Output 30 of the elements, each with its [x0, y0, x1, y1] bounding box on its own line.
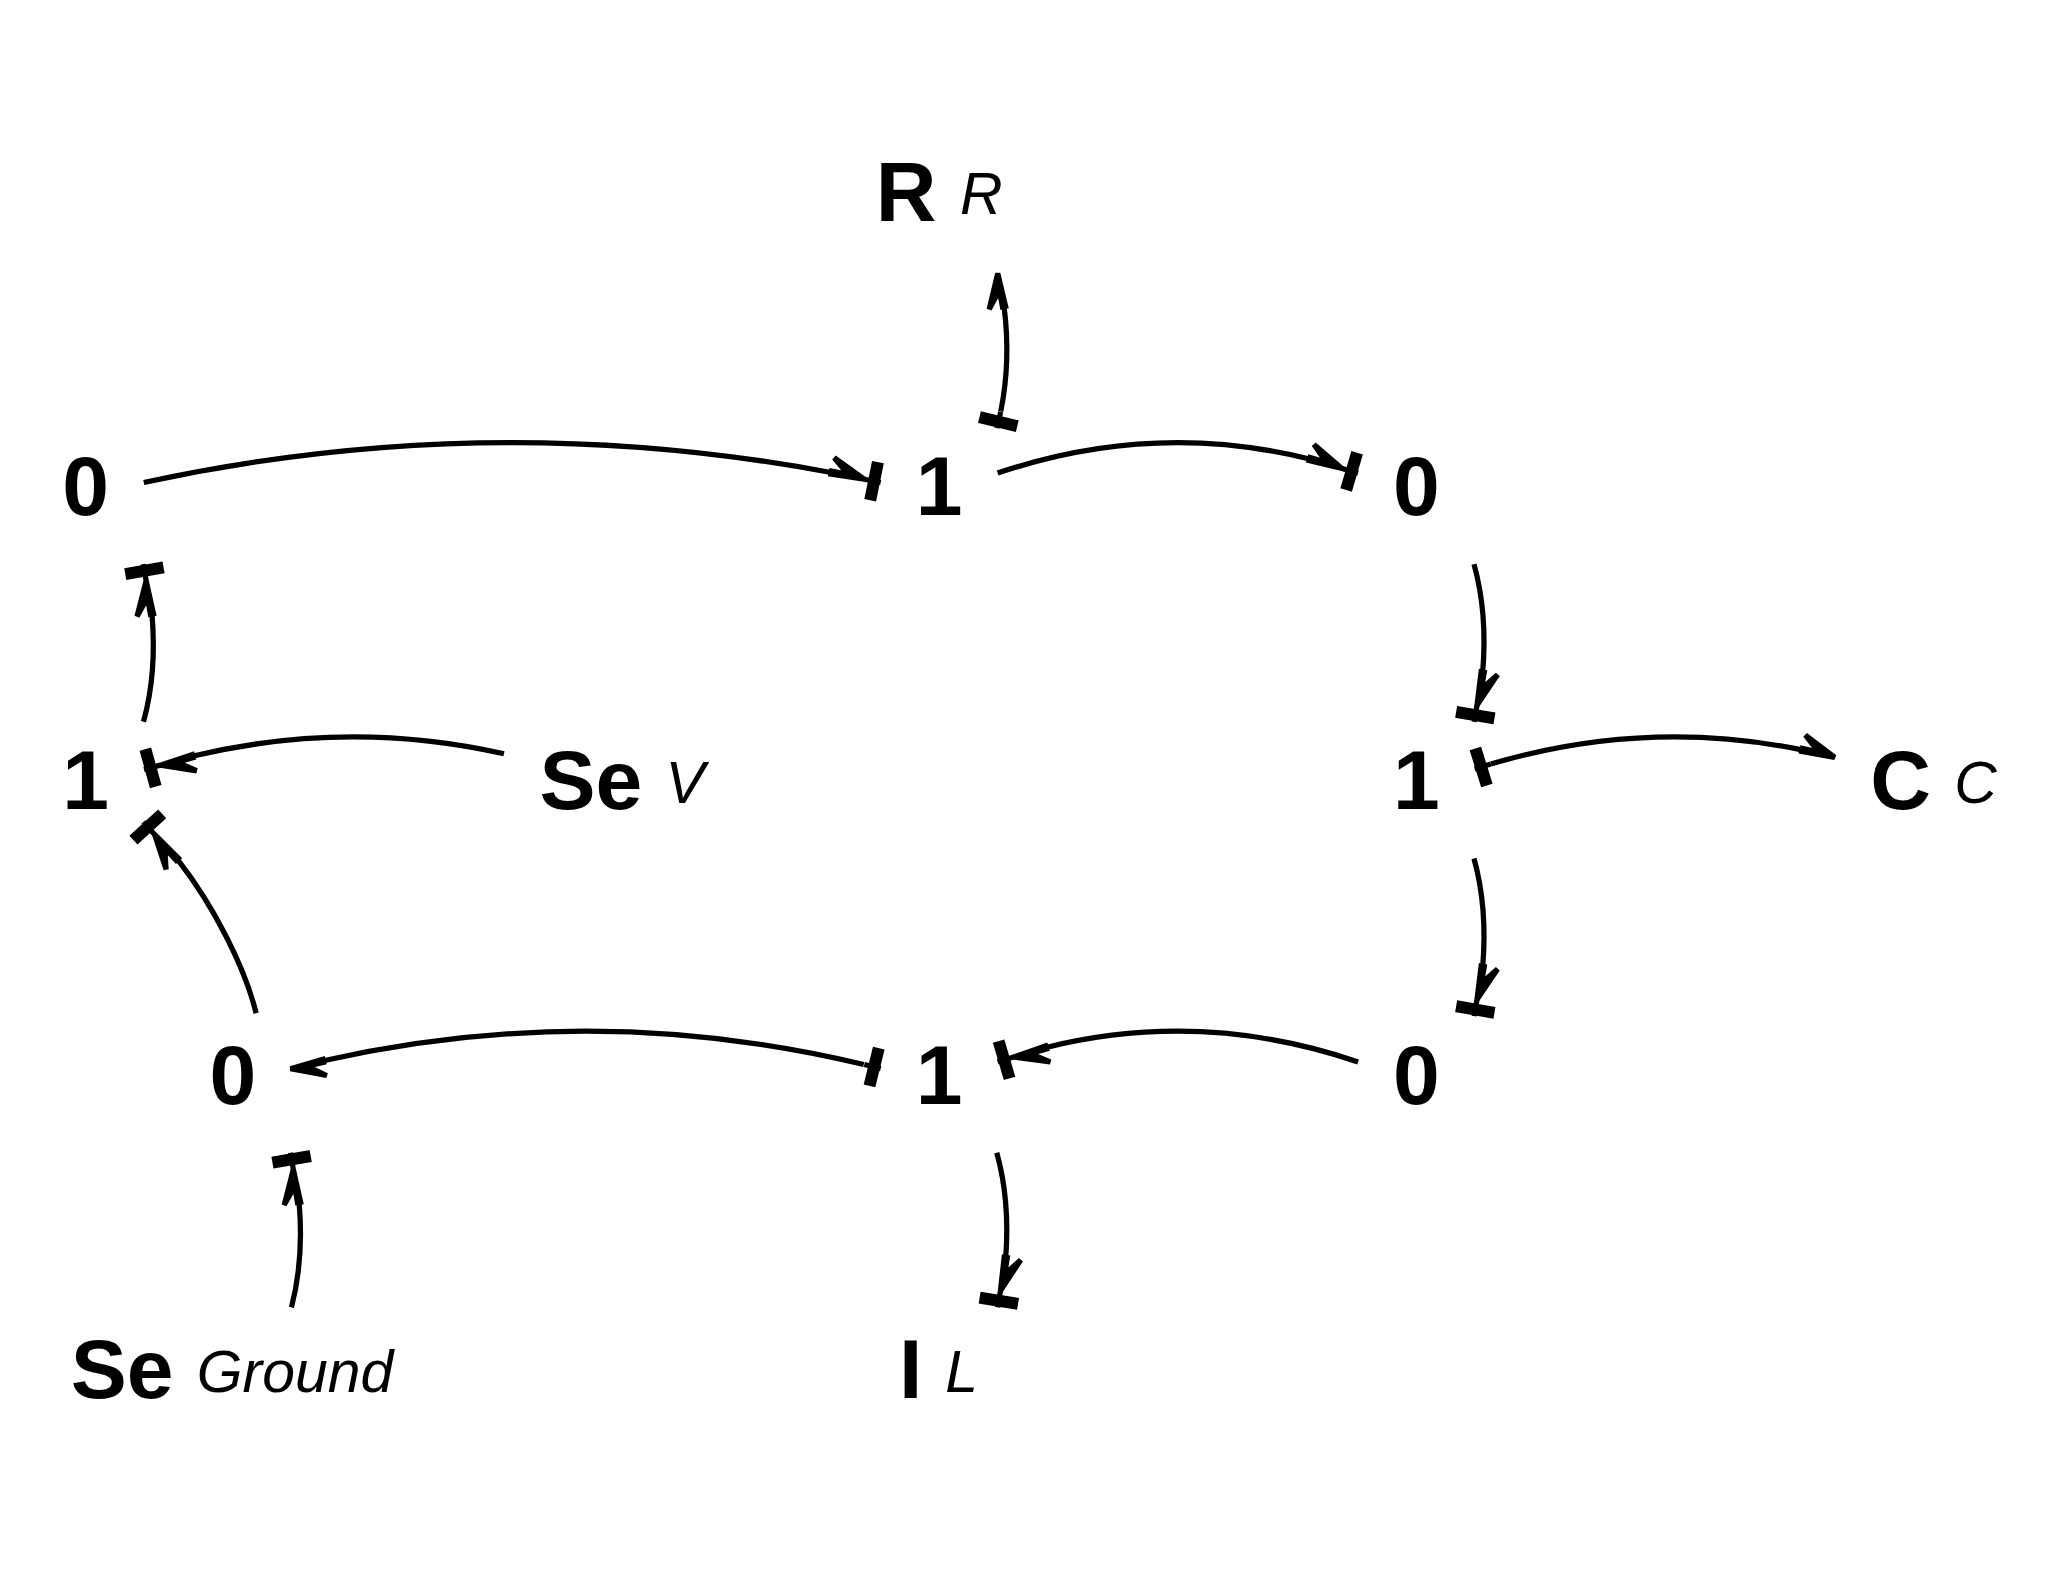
- arrow: [287, 1028, 885, 1088]
- node-text: C: [1870, 733, 1931, 828]
- node-text: 0: [1392, 1027, 1440, 1122]
- arrow: [978, 1152, 1024, 1310]
- arrow: [139, 734, 505, 789]
- node-text: 1: [915, 439, 963, 534]
- arrow: [124, 561, 165, 723]
- arrow: [1455, 857, 1501, 1019]
- arrow: [978, 270, 1019, 432]
- node-text: Se: [70, 1322, 174, 1417]
- node-text: 1: [915, 1027, 963, 1122]
- node-label: L: [945, 1338, 978, 1404]
- node-text: I: [898, 1322, 923, 1417]
- arrow: [143, 440, 884, 502]
- node-text: 0: [209, 1027, 257, 1122]
- node-label: C: [1954, 749, 1997, 815]
- node-text: 1: [62, 733, 110, 828]
- arrow: [1469, 732, 1838, 788]
- arrow: [1455, 563, 1501, 725]
- arrow: [129, 809, 259, 1014]
- node-text: 0: [62, 439, 110, 534]
- node-text: R: [875, 144, 937, 239]
- arrow: [992, 1028, 1359, 1081]
- arrow: [271, 1150, 312, 1309]
- arrow: [996, 440, 1363, 492]
- node-label: Ground: [196, 1338, 394, 1404]
- node-text: Se: [539, 733, 643, 828]
- node-label: R: [959, 161, 1003, 227]
- node-text: 0: [1392, 439, 1440, 534]
- node-text: 1: [1392, 733, 1440, 828]
